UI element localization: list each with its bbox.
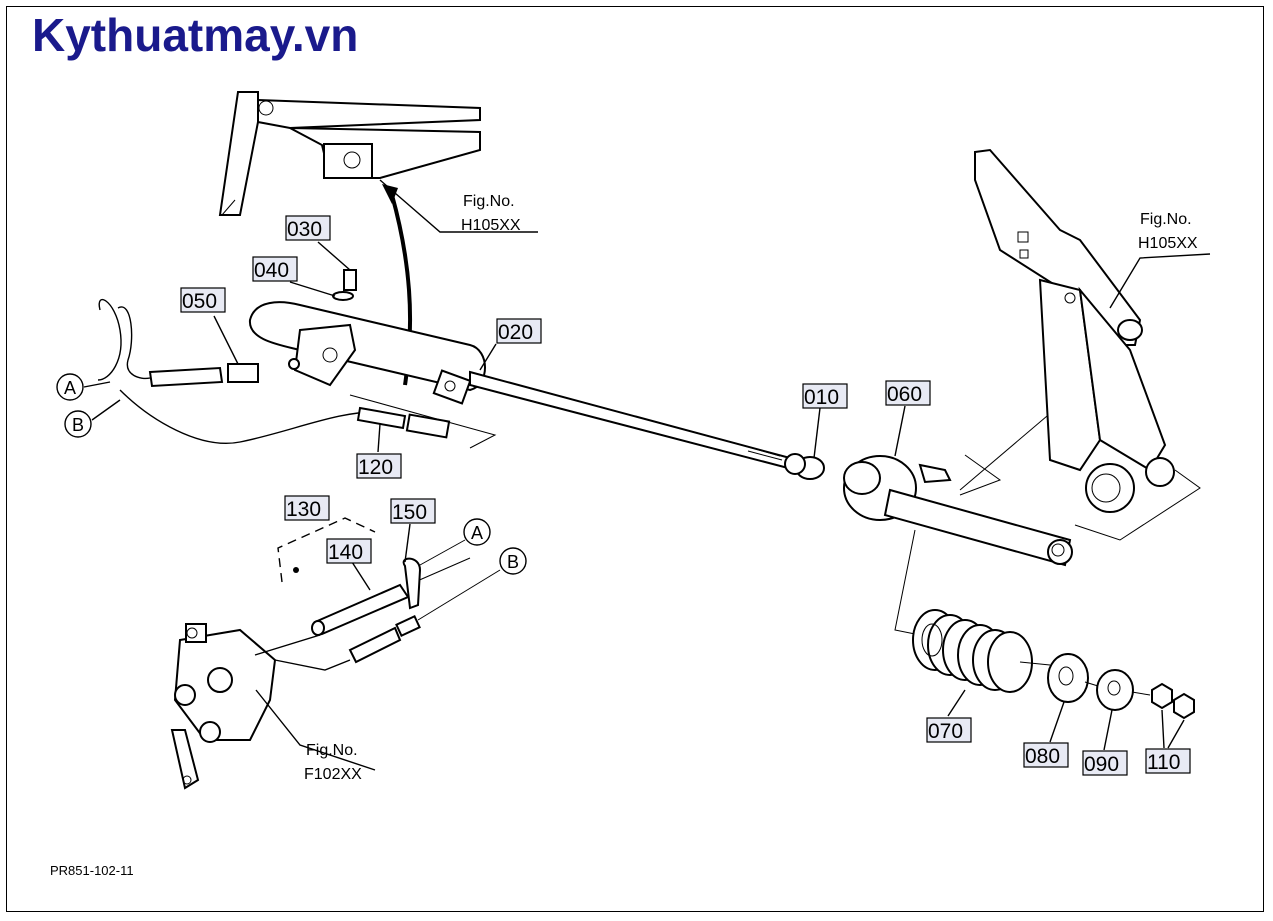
- label-090[interactable]: 090: [1082, 750, 1128, 776]
- brand-logo[interactable]: Kythuatmay.vn: [32, 9, 359, 61]
- leader-b-left: [91, 399, 121, 421]
- svg-text:Fig.No.: Fig.No.: [1140, 211, 1192, 228]
- svg-text:A: A: [471, 523, 483, 543]
- svg-text:090: 090: [1084, 753, 1119, 776]
- collar-010: [784, 453, 825, 480]
- hose-fitting-lower: [348, 615, 421, 664]
- leader-030: [317, 241, 351, 271]
- rod-020: [469, 370, 792, 470]
- leader-070: [947, 689, 966, 717]
- spring-070: [912, 609, 1033, 693]
- leader-080: [1049, 701, 1065, 743]
- clamp-150: [402, 557, 422, 610]
- svg-text:120: 120: [358, 456, 393, 479]
- hose-loop-a2: [117, 306, 151, 380]
- control-valve: [170, 623, 277, 790]
- washer-090: [1096, 669, 1134, 711]
- hose-fitting-050: [148, 358, 300, 388]
- svg-text:H105XX: H105XX: [1138, 235, 1198, 252]
- label-050[interactable]: 050: [180, 287, 226, 313]
- diagram-frame: [6, 6, 1264, 912]
- arrow-head: [382, 184, 398, 204]
- svg-text:050: 050: [182, 290, 217, 313]
- svg-text:B: B: [507, 552, 519, 572]
- label-040[interactable]: 040: [252, 256, 298, 282]
- fig-ref-right: Fig.No. H105XX: [1138, 211, 1198, 252]
- svg-text:060: 060: [887, 383, 922, 406]
- hose-loop-a: [97, 298, 122, 381]
- bracket-060: [843, 455, 1073, 567]
- leader-020: [479, 343, 497, 371]
- svg-text:Fig.No.: Fig.No.: [463, 193, 515, 210]
- leader-a-left: [83, 381, 111, 388]
- label-020[interactable]: 020: [496, 318, 542, 344]
- svg-text:040: 040: [254, 259, 289, 282]
- hose-140: [311, 583, 410, 636]
- lift-arm-top: [218, 91, 481, 216]
- label-060[interactable]: 060: [885, 380, 931, 406]
- svg-text:010: 010: [804, 386, 839, 409]
- label-030[interactable]: 030: [285, 215, 331, 241]
- label-150[interactable]: 150: [390, 498, 436, 524]
- svg-text:F102XX: F102XX: [304, 766, 362, 783]
- leader-010: [813, 407, 821, 459]
- leader-090: [1103, 709, 1113, 751]
- svg-text:A: A: [64, 378, 76, 398]
- fig-ref-bottom: Fig.No. F102XX: [304, 742, 362, 783]
- outline-060-b: [959, 454, 1002, 496]
- svg-text:140: 140: [328, 541, 363, 564]
- doc-code: PR851-102-11: [50, 863, 134, 878]
- svg-text:020: 020: [498, 321, 533, 344]
- fig-ref-top: Fig.No. H105XX: [461, 193, 521, 234]
- outline-060-c: [1074, 469, 1201, 541]
- leader-040: [289, 281, 336, 297]
- leader-120: [377, 423, 381, 453]
- label-080[interactable]: 080: [1023, 742, 1069, 768]
- label-110[interactable]: 110: [1145, 748, 1191, 774]
- circle-ref-a-left: A: [56, 373, 84, 401]
- washer-080: [1047, 653, 1089, 703]
- cylinder-body: [248, 301, 486, 405]
- leader-fig-right: [1109, 253, 1211, 309]
- leader-150: [404, 523, 411, 563]
- svg-text:080: 080: [1025, 745, 1060, 768]
- hose-a-lower: [419, 539, 466, 566]
- circle-ref-b-left: B: [64, 410, 92, 438]
- svg-text:130: 130: [286, 498, 321, 521]
- svg-text:150: 150: [392, 501, 427, 524]
- outline-070: [894, 529, 921, 636]
- nuts-110: [1151, 682, 1195, 720]
- circle-ref-b-right: B: [499, 547, 527, 575]
- bracket-130-dashed: [277, 517, 376, 583]
- leader-fig-top: [379, 179, 538, 233]
- svg-text:H105XX: H105XX: [461, 217, 521, 234]
- leader-060: [894, 405, 906, 457]
- axis-line: [1019, 661, 1151, 696]
- label-140[interactable]: 140: [326, 538, 372, 564]
- svg-text:030: 030: [287, 218, 322, 241]
- hose-b: [119, 389, 381, 444]
- leader-050: [213, 315, 239, 365]
- lift-arm-right: [974, 148, 1175, 513]
- dot-130: [293, 567, 299, 573]
- svg-text:070: 070: [928, 720, 963, 743]
- label-070[interactable]: 070: [926, 717, 972, 743]
- svg-text:B: B: [72, 415, 84, 435]
- leader-110: [1161, 709, 1185, 749]
- hose-b-lower: [417, 569, 501, 621]
- hose-fitting-120: [356, 406, 451, 439]
- label-120[interactable]: 120: [356, 453, 402, 479]
- label-130[interactable]: 130: [284, 495, 330, 521]
- circle-ref-a-right: A: [463, 518, 491, 546]
- svg-text:Fig.No.: Fig.No.: [306, 742, 358, 759]
- outline-060-a: [959, 404, 1061, 491]
- svg-text:110: 110: [1147, 751, 1180, 774]
- grease-fitting-030: [332, 269, 357, 301]
- outline-120: [349, 394, 497, 449]
- leader-140: [351, 561, 371, 591]
- leader-fig-bottom: [254, 634, 376, 771]
- label-010[interactable]: 010: [802, 383, 848, 409]
